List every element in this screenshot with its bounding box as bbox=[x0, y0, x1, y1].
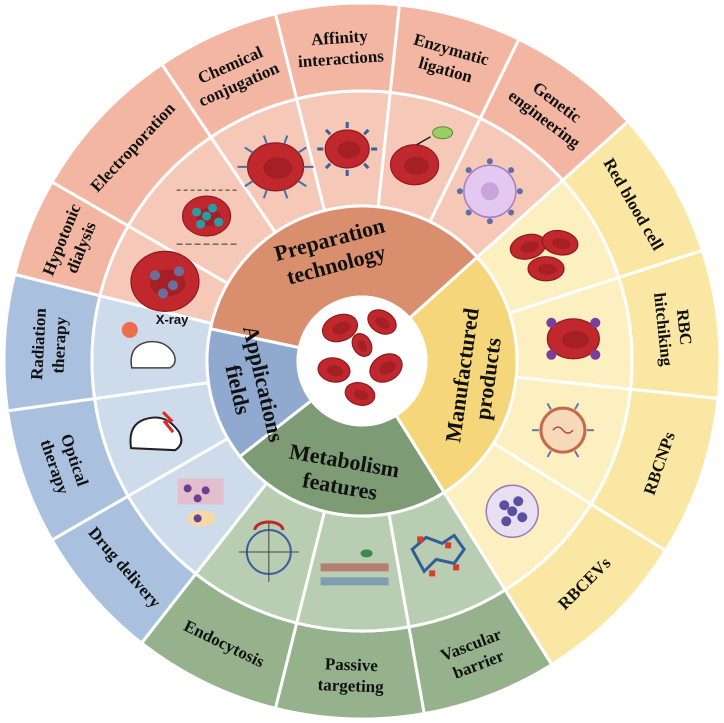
illustration-enzymatic bbox=[389, 126, 454, 186]
illustration-electroporation bbox=[176, 189, 237, 245]
illustration-rbc bbox=[509, 229, 579, 282]
illustration-radiation bbox=[121, 321, 176, 369]
illustration-chemical bbox=[237, 135, 314, 199]
center-rbc-icon bbox=[367, 309, 397, 335]
illustration-optical bbox=[129, 411, 183, 452]
red-blood-cell-icon bbox=[546, 318, 600, 360]
rbc-icon bbox=[389, 144, 440, 186]
red-blood-cell-icon bbox=[527, 256, 565, 282]
rbc-icon bbox=[324, 129, 370, 169]
spiky-rbc-icon bbox=[246, 142, 305, 192]
outer-label-line: therapy bbox=[48, 316, 70, 374]
xray-label: X-ray bbox=[156, 312, 189, 327]
illustration-endocytosis bbox=[238, 520, 299, 582]
center-rbc-icon bbox=[317, 357, 351, 383]
outer-label-line: RBC bbox=[673, 308, 696, 346]
red-blood-cell-icon bbox=[509, 233, 547, 260]
illustration-hypotonic bbox=[130, 250, 200, 312]
illustration-rbcnps bbox=[531, 402, 594, 458]
illustration-drug bbox=[177, 478, 224, 527]
outer-label-line: targeting bbox=[317, 675, 384, 696]
outer-label-line: Passive bbox=[325, 654, 379, 675]
illustration-vascular bbox=[410, 533, 466, 577]
illustration-rbcevs bbox=[485, 484, 540, 539]
red-blood-cell-icon bbox=[541, 229, 579, 256]
center-rbc-icon bbox=[369, 353, 403, 383]
outer-label-line: Radiation bbox=[27, 307, 50, 380]
center-rbc-icon bbox=[351, 333, 373, 357]
illustration-layer bbox=[121, 122, 601, 586]
center-rbc-icon bbox=[344, 382, 376, 406]
illustration-affinity bbox=[317, 122, 378, 177]
outer-label-line: Affinity bbox=[310, 26, 368, 49]
illustration-passive bbox=[320, 549, 389, 586]
illustration-genetic bbox=[456, 158, 523, 225]
center-rbc-icon bbox=[321, 313, 359, 343]
illustration-hitch bbox=[546, 317, 601, 360]
swollen-rbc-icon bbox=[130, 250, 200, 312]
